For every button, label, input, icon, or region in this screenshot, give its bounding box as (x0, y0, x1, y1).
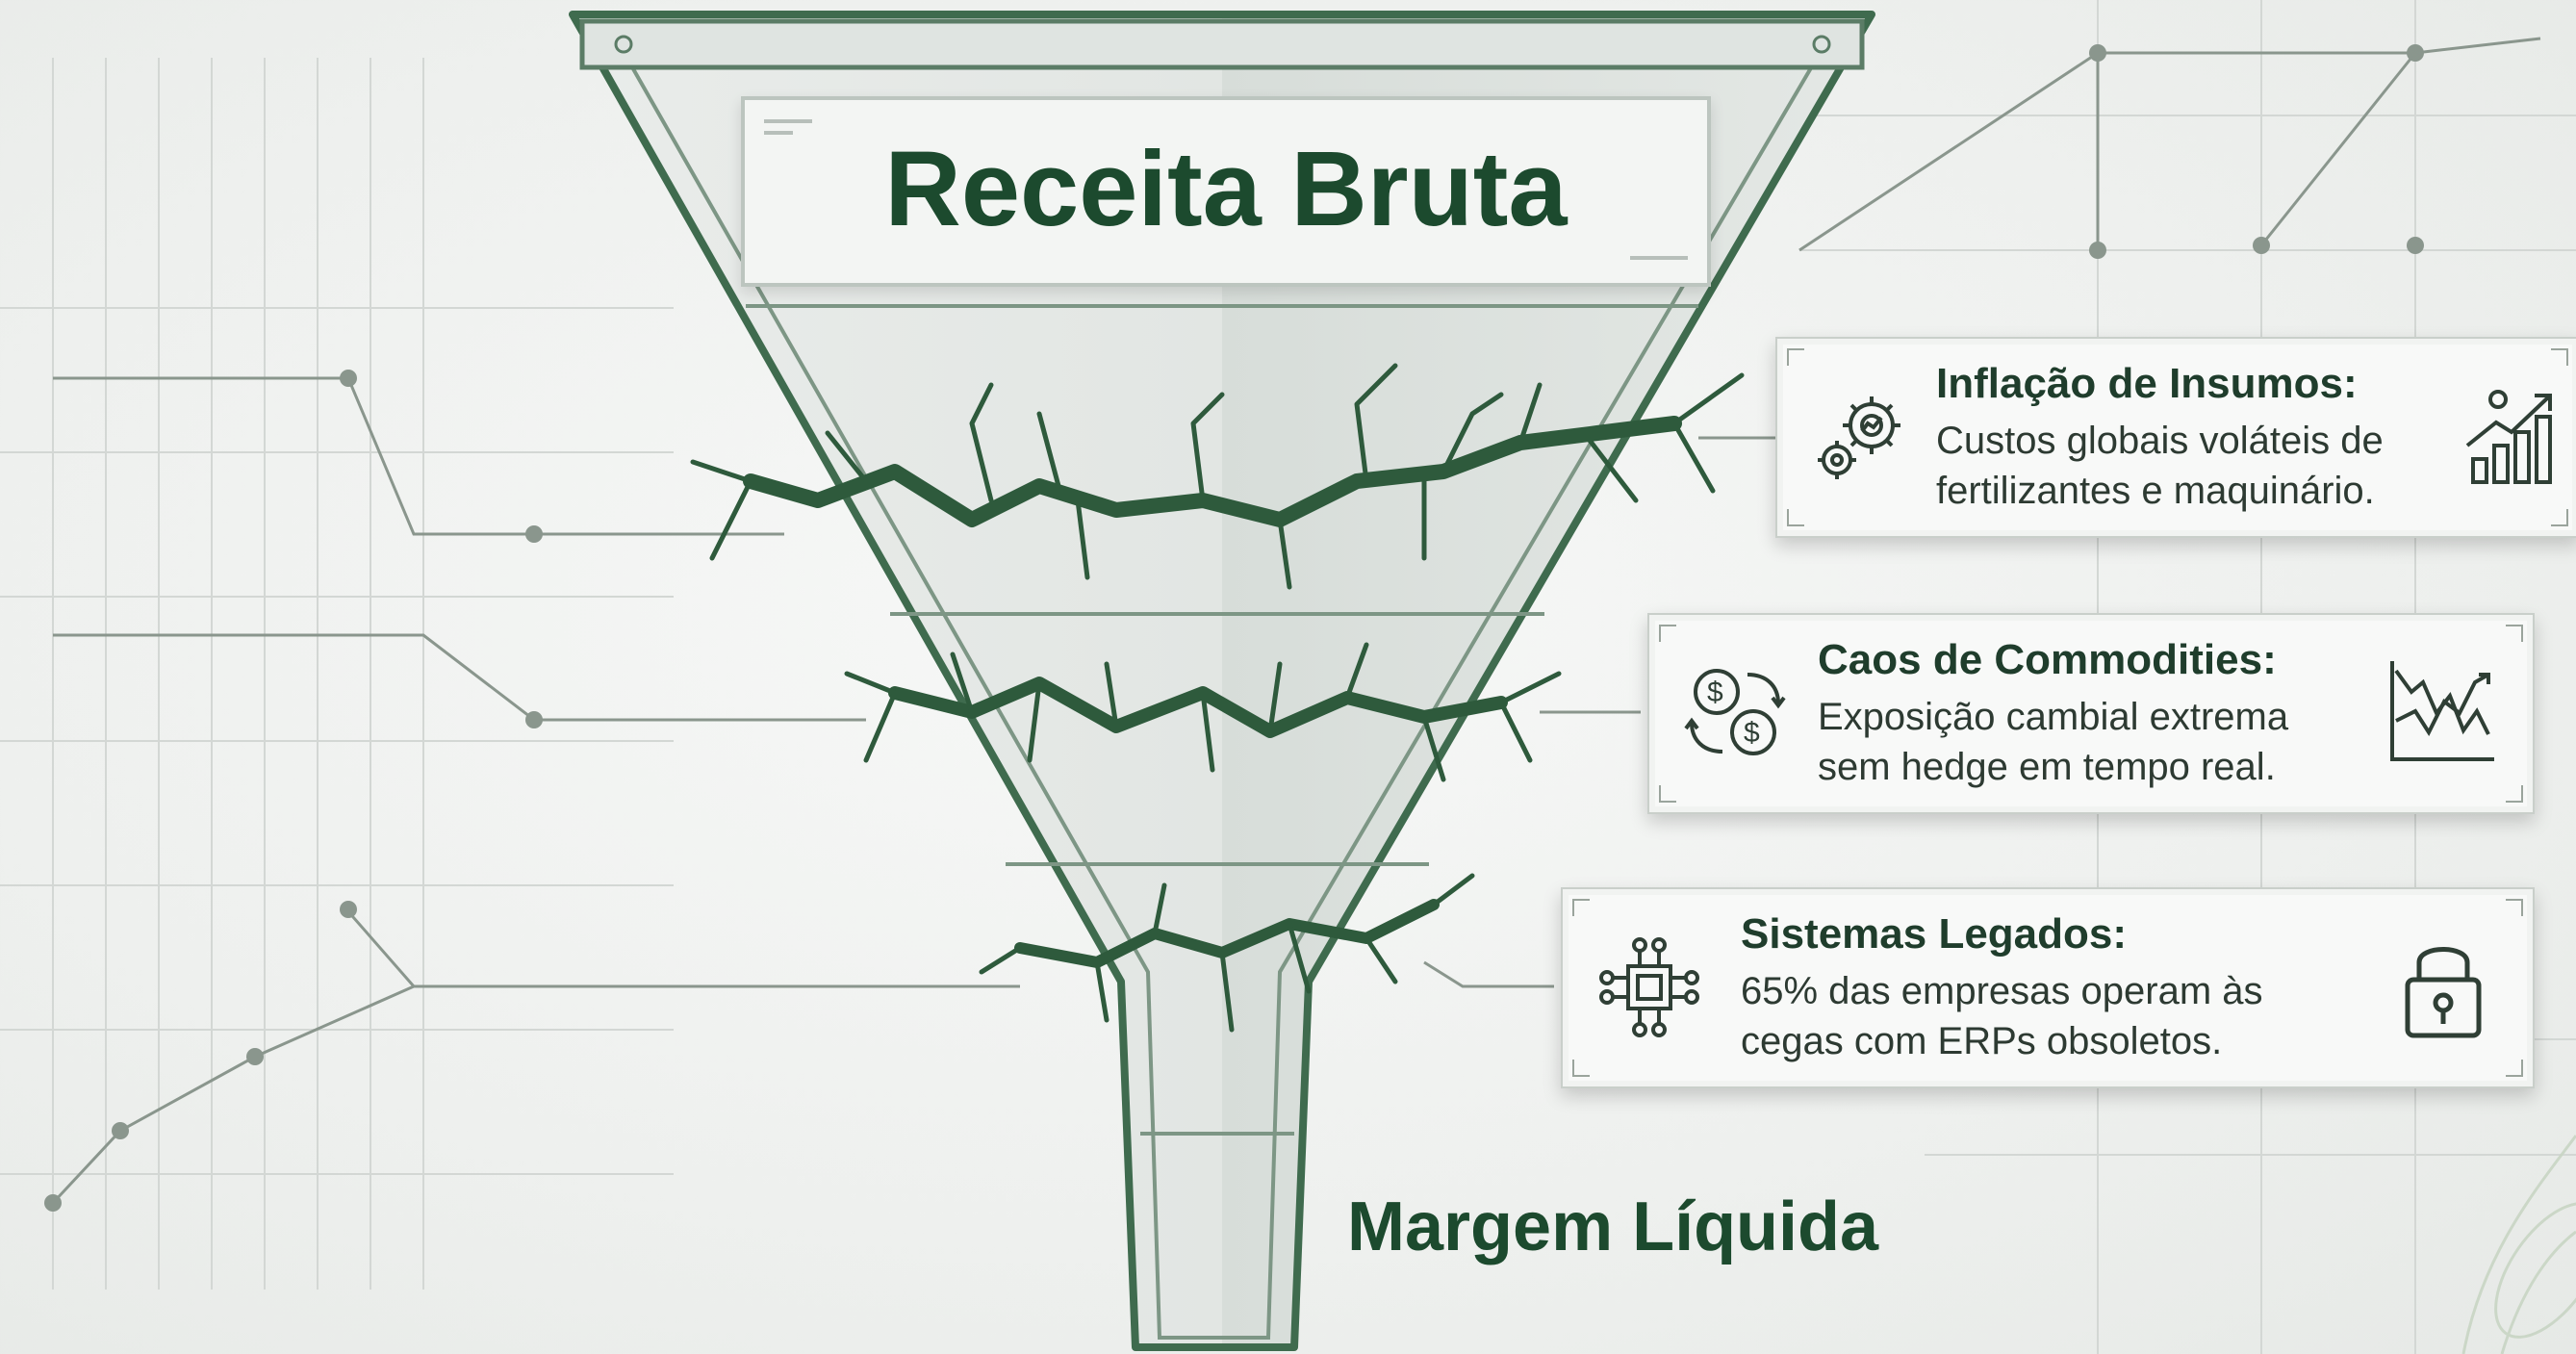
padlock-icon (2405, 947, 2482, 1038)
volatile-line-chart-icon (2390, 661, 2494, 761)
card-body-line-1: Exposição cambial extrema (1818, 696, 2289, 738)
card-body-line-1: Custos globais voláteis de (1936, 420, 2384, 462)
plate-corner-lines (764, 119, 812, 123)
card-body-line-2: sem hedge em tempo real. (1818, 746, 2276, 788)
risk-card-commodities: $ $ Caos de Commodities: Exposição cambi… (1647, 613, 2535, 814)
currency-exchange-icon: $ $ (1684, 669, 1786, 755)
card-body-line-1: 65% das empresas operam às (1741, 970, 2263, 1012)
funnel-top-bar (579, 18, 1865, 70)
rising-bar-chart-icon (2465, 390, 2552, 484)
card-title: Caos de Commodities: (1818, 636, 2277, 683)
top-label-plate: Receita Bruta (741, 96, 1711, 287)
card-title: Inflação de Insumos: (1936, 360, 2358, 407)
funnel-bottom-label: Margem Líquida (1347, 1188, 1879, 1265)
risk-card-legacy-systems: Sistemas Legados: 65% das empresas opera… (1561, 887, 2535, 1088)
funnel-top-label: Receita Bruta (884, 130, 1568, 248)
risk-card-inflation: Inflação de Insumos: Custos globais volá… (1775, 337, 2576, 538)
card-title: Sistemas Legados: (1741, 910, 2128, 958)
card-body-line-2: cegas com ERPs obsoletos. (1741, 1020, 2223, 1062)
funnel-cracks (690, 363, 1745, 1033)
card-body-line-2: fertilizantes e maquinário. (1936, 470, 2375, 512)
svg-text:$: $ (1707, 677, 1723, 708)
funnel-body (569, 11, 1875, 1351)
circuit-chip-icon (1599, 937, 1699, 1037)
svg-text:$: $ (1744, 717, 1760, 749)
gears-icon (1818, 396, 1900, 479)
